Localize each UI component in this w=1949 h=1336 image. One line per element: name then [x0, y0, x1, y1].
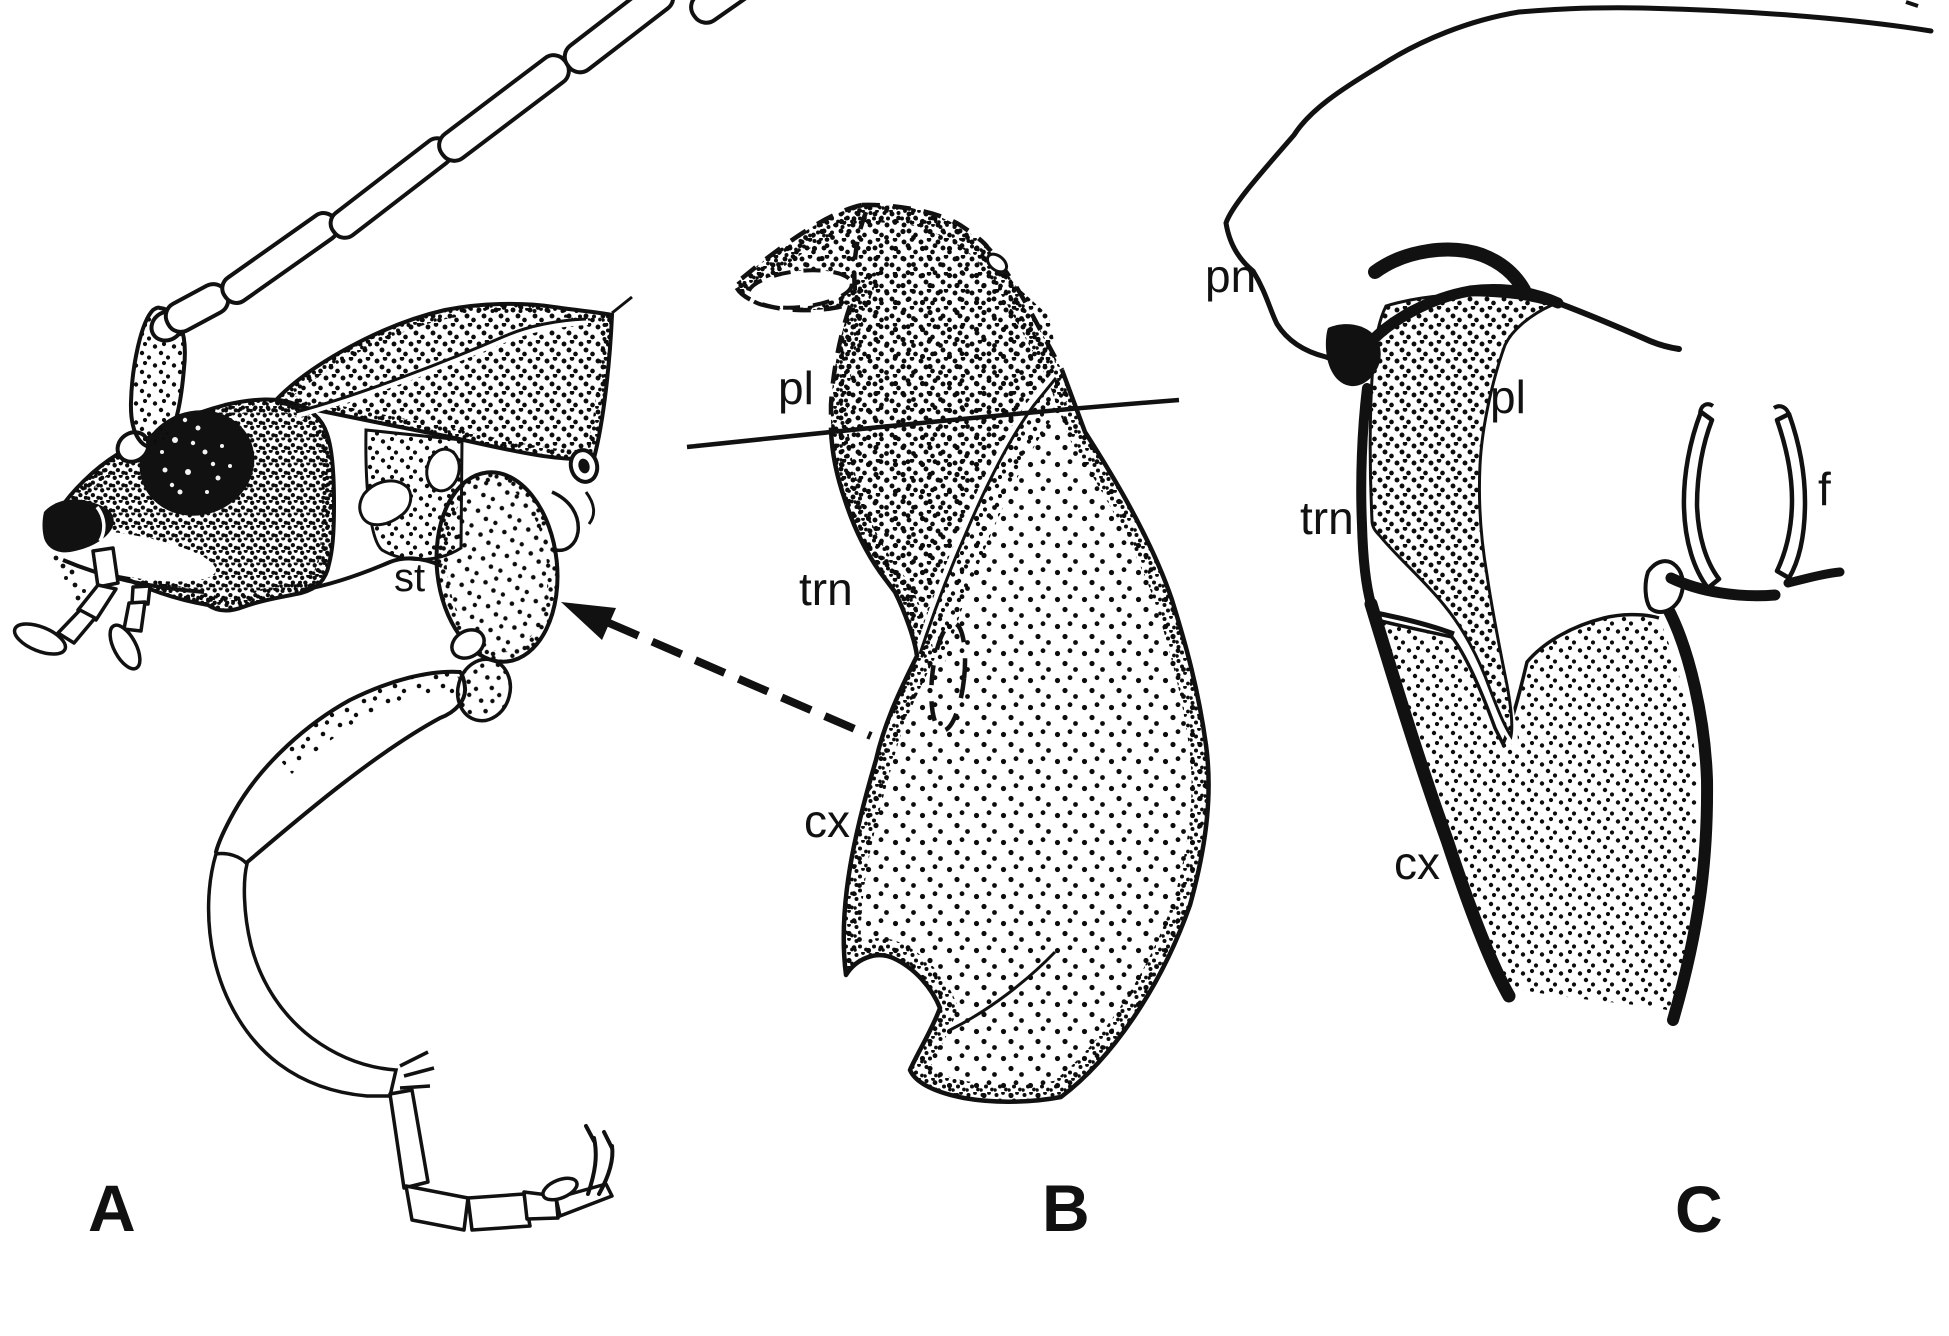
svg-text:C: C [1675, 1172, 1723, 1246]
svg-text:A: A [88, 1171, 136, 1245]
svg-text:f: f [1818, 463, 1831, 515]
svg-text:pl: pl [1490, 371, 1526, 423]
svg-text:trn: trn [1300, 492, 1354, 544]
svg-text:trn: trn [799, 563, 853, 615]
svg-text:cx: cx [1394, 837, 1440, 889]
svg-text:pn: pn [1205, 250, 1256, 302]
svg-text:pl: pl [778, 362, 814, 414]
svg-text:B: B [1042, 1171, 1090, 1245]
svg-text:cx: cx [804, 795, 850, 847]
svg-text:st: st [394, 556, 425, 600]
